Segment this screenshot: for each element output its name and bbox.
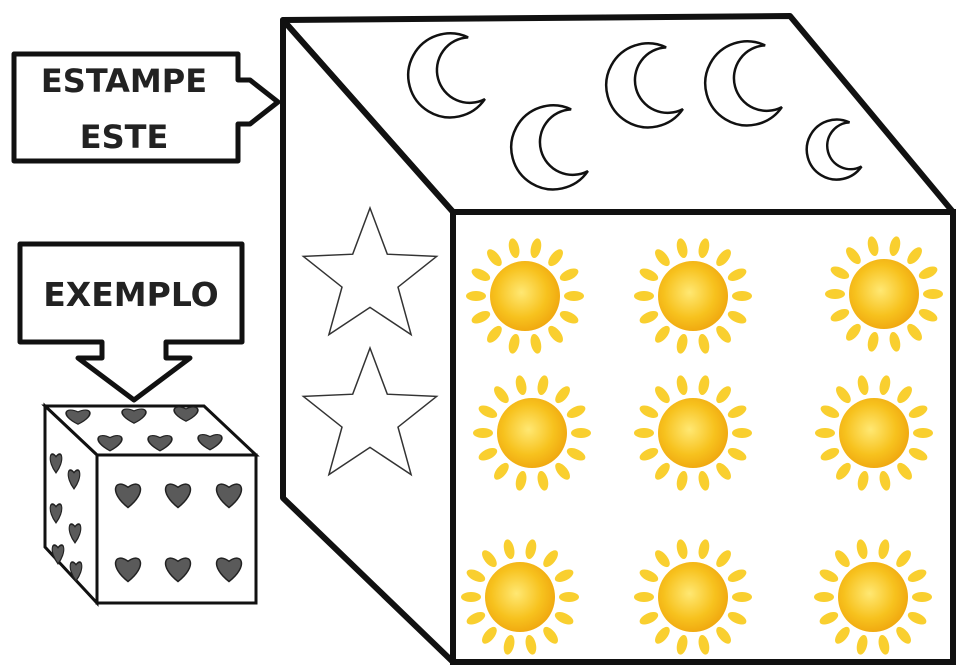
estampe-label: ESTAMPE <box>41 62 207 100</box>
exemplo-arrow-box: EXEMPLO <box>20 244 242 400</box>
stamp-cube <box>283 16 953 662</box>
exemplo-label: EXEMPLO <box>43 275 218 314</box>
estampe-arrow-box: ESTAMPE ESTE <box>14 54 278 161</box>
sun-icons <box>461 235 943 655</box>
example-cube <box>45 406 256 603</box>
este-label: ESTE <box>80 118 169 156</box>
